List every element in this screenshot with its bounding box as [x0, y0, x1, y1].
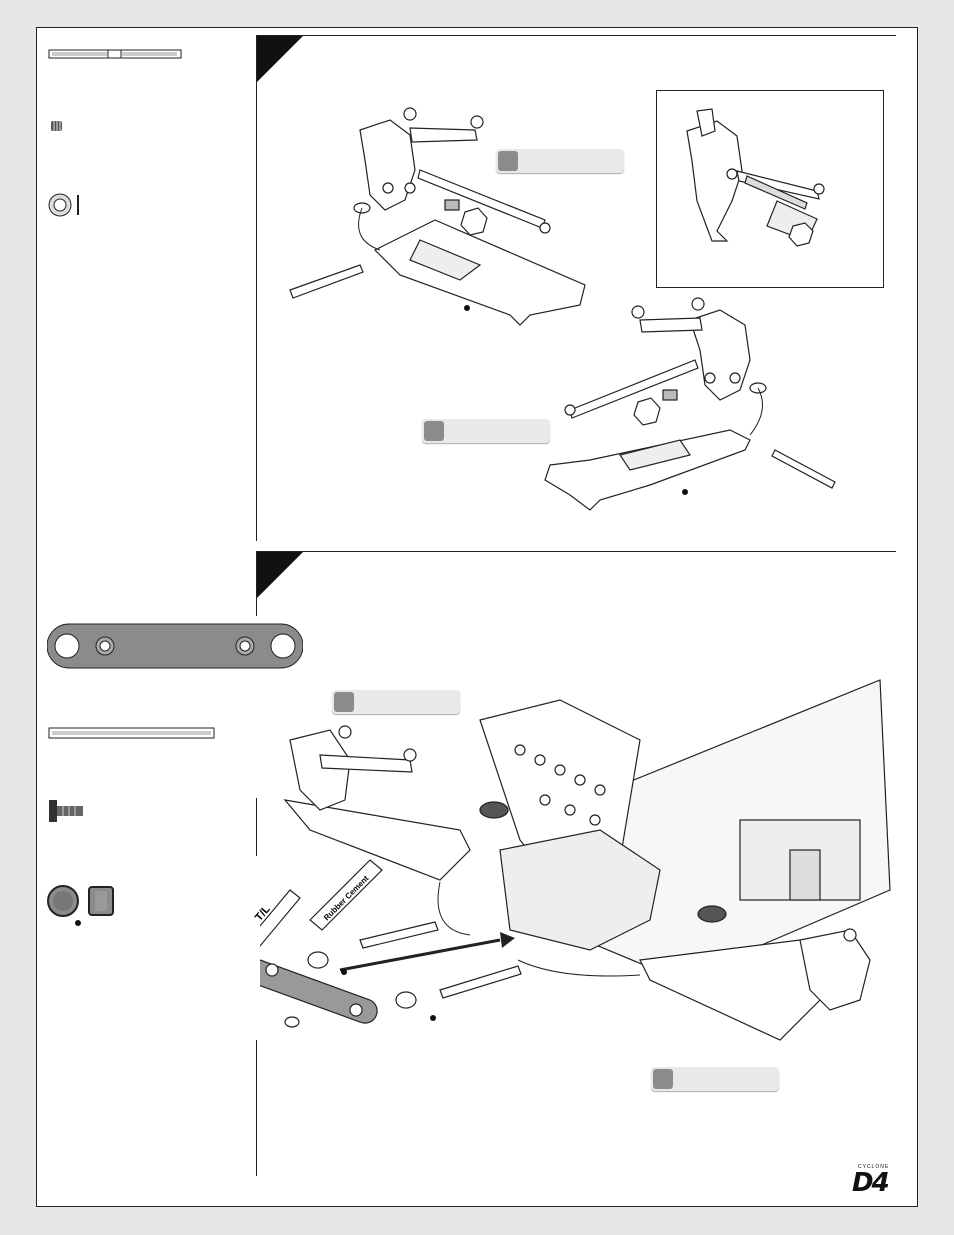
long-pin-icon — [48, 726, 216, 739]
step-1-label-a — [496, 149, 624, 173]
pin-part-icon — [48, 47, 182, 59]
pivot-ball-icon — [47, 883, 119, 929]
step-2-chassis-assembly — [230, 660, 892, 1060]
step-1-lower-assembly — [530, 290, 850, 520]
step-2-label-a — [332, 690, 460, 714]
step-1-left-rule — [256, 35, 257, 541]
step-2-left-rule-lower — [256, 798, 257, 856]
step-triangle-icon — [256, 551, 306, 601]
arm-mount-plate-icon — [46, 622, 304, 670]
washer-icon — [48, 192, 84, 218]
step-1-upper-assembly — [280, 100, 600, 330]
flat-head-screw-icon — [47, 800, 87, 822]
step-1-label-b — [422, 419, 550, 443]
set-screw-icon — [50, 119, 64, 133]
detail-inset-box — [656, 90, 884, 288]
step-2-left-rule-bottom — [256, 1040, 257, 1176]
step-1-top-rule — [256, 35, 896, 36]
logo-model-text: D4 — [852, 1168, 890, 1198]
step-2-left-rule — [256, 551, 257, 616]
logo-brand-text: CYCLONE — [858, 1164, 890, 1170]
step-triangle-icon — [256, 35, 306, 85]
step-2-top-rule — [256, 551, 896, 552]
step-2-label-b — [651, 1067, 779, 1091]
product-logo: CYCLONE D4 — [852, 1164, 896, 1198]
